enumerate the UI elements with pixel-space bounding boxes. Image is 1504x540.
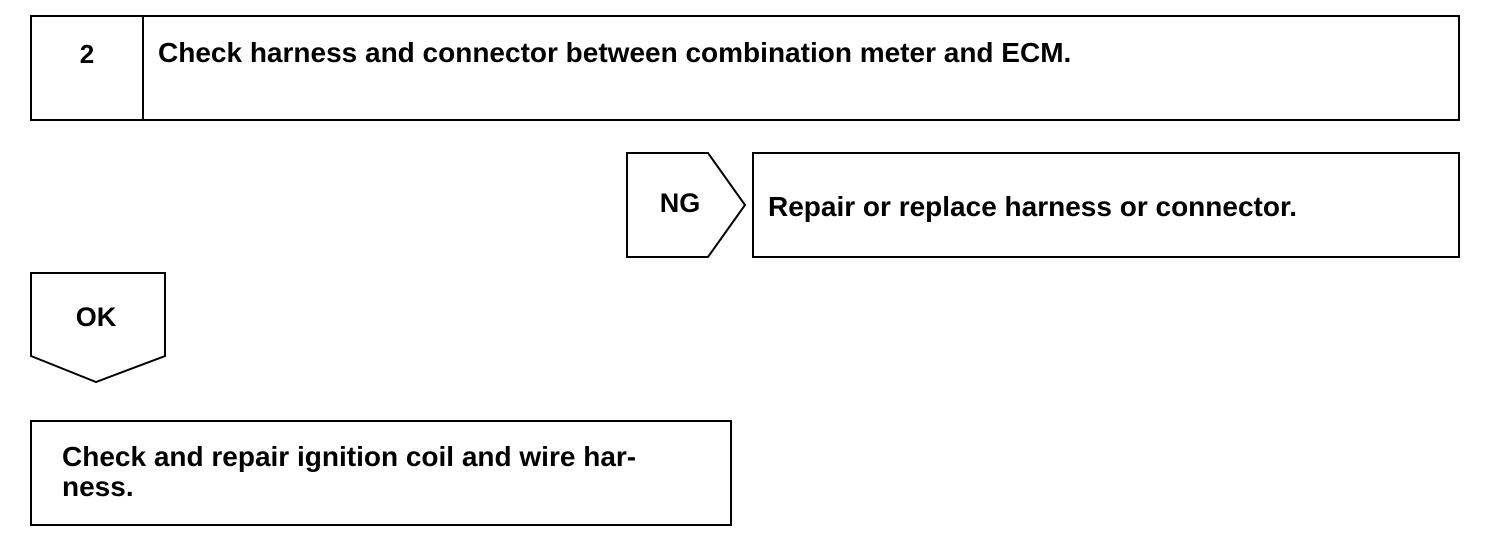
ng-action-box: Repair or replace harness or connector. xyxy=(752,152,1460,258)
step-box: 2 Check harness and connector between co… xyxy=(30,15,1460,121)
ng-label: NG xyxy=(659,188,701,218)
ng-action-text: Repair or replace harness or connector. xyxy=(768,191,1298,222)
ng-arrow-shape xyxy=(626,152,747,258)
ok-action-box: Check and repair ignition coil and wire … xyxy=(30,420,732,526)
step-title: Check harness and connector between comb… xyxy=(158,37,1072,68)
ok-arrow-shape xyxy=(30,272,166,384)
step-number: 2 xyxy=(32,17,144,119)
ok-label: OK xyxy=(75,302,117,332)
ok-action-text: Check and repair ignition coil and wire … xyxy=(62,441,637,502)
